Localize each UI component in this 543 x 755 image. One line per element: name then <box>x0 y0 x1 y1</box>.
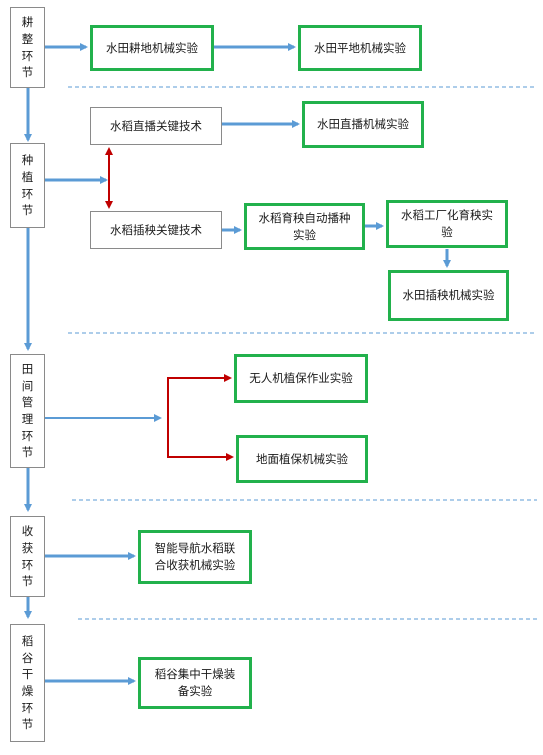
box-uav-protection: 无人机植保作业实验 <box>234 354 368 403</box>
stage-field-management: 田 间 管 理 环 节 <box>10 354 45 468</box>
box-direct-seeding-tech: 水稻直播关键技术 <box>90 107 222 145</box>
box-auto-sowing: 水稻育秧自动播种 实验 <box>244 203 365 250</box>
stage-grain-drying: 稻 谷 干 燥 环 节 <box>10 624 45 742</box>
box-paddy-leveling: 水田平地机械实验 <box>298 25 422 71</box>
box-paddy-direct-seeding: 水田直播机械实验 <box>302 101 424 148</box>
box-factory-seedling: 水稻工厂化育秧实 验 <box>386 200 508 248</box>
branch-arrow <box>167 374 232 418</box>
stage-harvest: 收 获 环 节 <box>10 516 45 597</box>
stage-planting: 种 植 环 节 <box>10 143 45 228</box>
box-transplant-tech: 水稻插秧关键技术 <box>90 211 222 249</box>
box-smart-harvest: 智能导航水稻联 合收获机械实验 <box>138 530 252 584</box>
branch-arrow <box>167 418 234 461</box>
box-grain-drying: 稻谷集中干燥装 备实验 <box>138 657 252 709</box>
box-paddy-tillage: 水田耕地机械实验 <box>90 25 214 71</box>
box-paddy-transplanting: 水田插秧机械实验 <box>388 270 509 321</box>
stage-tillage: 耕 整 环 节 <box>10 7 45 88</box>
box-ground-protection: 地面植保机械实验 <box>236 435 368 483</box>
